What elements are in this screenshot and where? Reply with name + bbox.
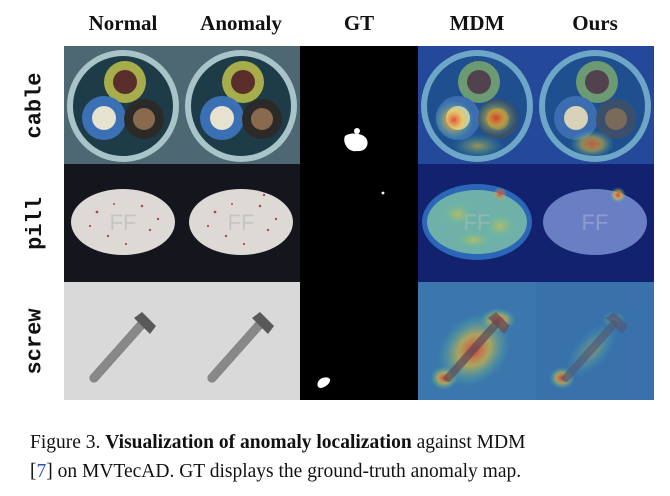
caption-ref-close: ] (46, 461, 53, 482)
pill-anomaly-image: FF (182, 164, 300, 282)
svg-text:FF: FF (582, 210, 609, 235)
cable-ours-heatmap (536, 46, 654, 164)
caption-ref-open: [ (30, 461, 37, 482)
row-label-screw: screw (22, 307, 48, 375)
cable-mdm-heatmap (418, 46, 536, 164)
row-label-pill: pill (22, 196, 48, 250)
column-header-gt: GT (343, 11, 375, 35)
pill-mdm-heatmap: FF (418, 164, 536, 282)
pill-ours-heatmap: FF (536, 164, 654, 282)
figure-caption: Figure 3. Visualization of anomaly local… (30, 428, 660, 486)
screw-ours-heatmap (536, 282, 654, 400)
column-header-ours: Ours (572, 11, 618, 35)
svg-text:FF: FF (228, 210, 255, 235)
svg-text:FF: FF (110, 210, 137, 235)
screw-mdm-heatmap (418, 282, 536, 400)
cable-gt-mask (300, 46, 418, 164)
cable-normal-image (64, 46, 182, 164)
row-label-cable: cable (22, 71, 48, 139)
caption-reference-link[interactable]: 7 (36, 461, 47, 482)
cable-anomaly-image (182, 46, 300, 164)
column-header-anomaly: Anomaly (200, 11, 282, 35)
screw-gt-mask (300, 282, 418, 400)
caption-text-2: on MVTecAD. GT displays the ground-truth… (52, 461, 522, 482)
pill-gt-mask (300, 164, 418, 282)
caption-label: Figure 3. (30, 432, 101, 453)
svg-text:FF: FF (464, 210, 491, 235)
screw-normal-image (64, 282, 182, 400)
column-header-normal: Normal (88, 11, 158, 35)
screw-anomaly-image (182, 282, 300, 400)
caption-bold-title: Visualization of anomaly localization (105, 432, 412, 453)
column-header-mdm: MDM (449, 11, 505, 35)
pill-normal-image: FF (64, 164, 182, 282)
caption-text-1: against MDM (411, 432, 526, 453)
